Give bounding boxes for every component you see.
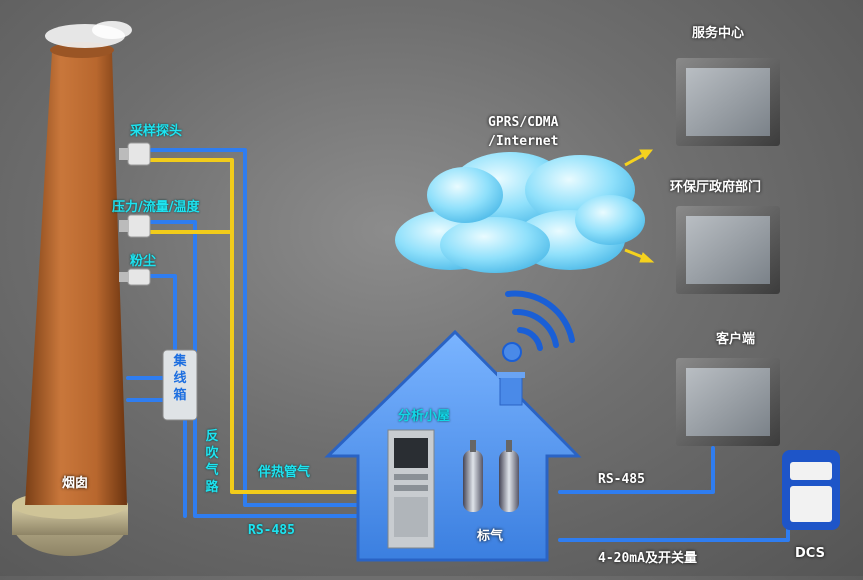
label-dust: 粉尘	[130, 254, 157, 269]
label-backflush-line: 反吹气路	[205, 429, 219, 495]
label-heated-pipe: 伴热管气	[258, 465, 311, 480]
label-dcs: DCS	[795, 546, 825, 561]
label-chimney: 烟囱	[62, 476, 89, 491]
label-service-center: 服务中心	[692, 26, 745, 41]
junction-box	[162, 349, 198, 421]
label-pressure-flow-temp: 压力/流量/温度	[112, 200, 200, 215]
label-junction-box: 集线箱	[173, 354, 187, 403]
label-analysis-house: 分析小屋	[398, 409, 451, 424]
label-network: GPRS/CDMA /Internet	[488, 115, 559, 149]
wifi-signal-icon	[502, 290, 575, 362]
label-signal: 4-20mA及开关量	[598, 551, 697, 566]
monitor-icon	[676, 58, 780, 446]
analysis-house	[324, 329, 582, 562]
chimney	[12, 21, 132, 556]
gas-cylinder-icon	[463, 440, 519, 512]
label-rs485-right: RS-485	[598, 472, 645, 487]
probes	[119, 142, 151, 286]
yellow-pipes	[148, 158, 360, 494]
label-standard-gas: 标气	[477, 529, 504, 544]
label-epb: 环保厅政府部门	[670, 180, 762, 195]
label-client: 客户端	[716, 332, 756, 347]
dcs-device	[782, 450, 840, 530]
label-rs485-left: RS-485	[248, 523, 295, 538]
cloud-icon	[395, 152, 645, 273]
label-sampling-probe: 采样探头	[130, 124, 183, 139]
arrow-icon	[624, 149, 655, 263]
